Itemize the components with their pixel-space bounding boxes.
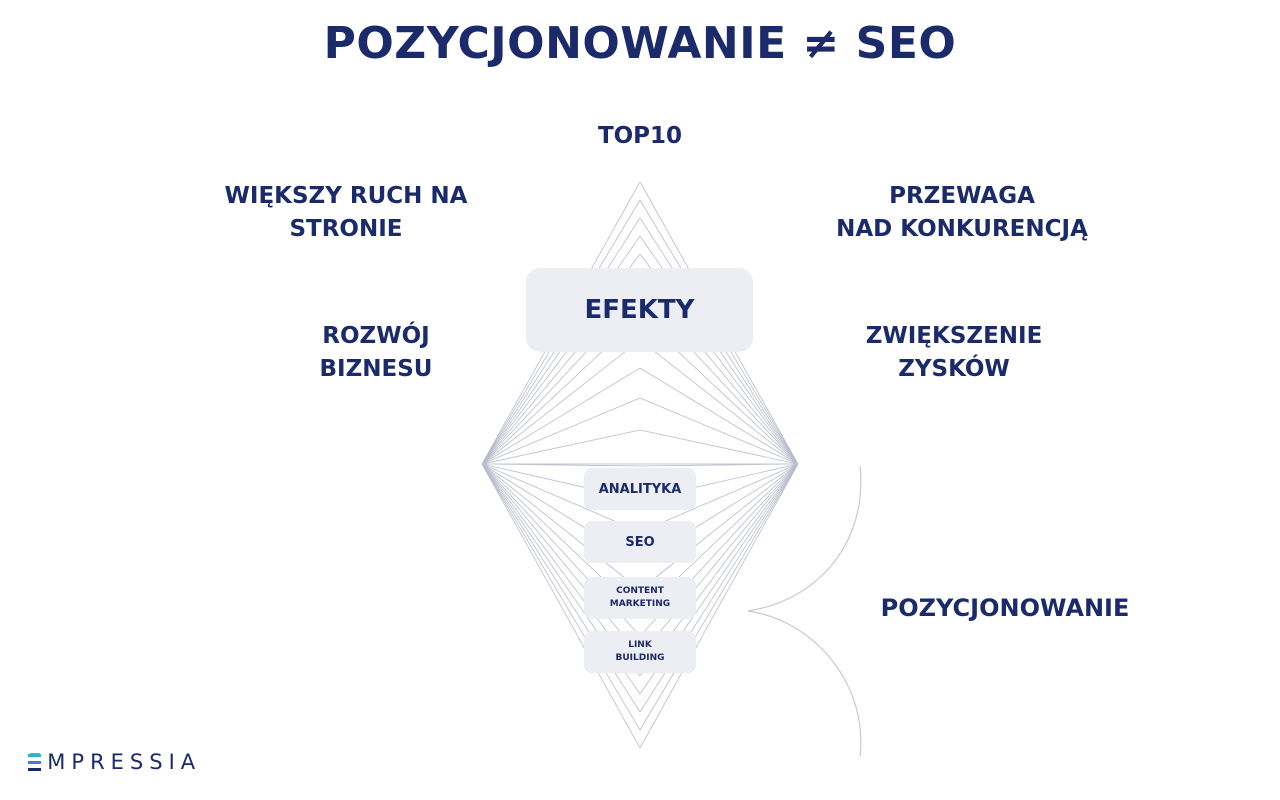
label-growth-line2: BIZNESU xyxy=(319,356,433,382)
label-growth-line1: ROZWÓJ xyxy=(322,323,430,349)
component-box-link-building: LINK BUILDING xyxy=(584,631,696,673)
effects-label: EFEKTY xyxy=(584,295,695,325)
label-top10-text: TOP10 xyxy=(597,123,683,149)
diamond-line xyxy=(639,367,799,465)
diamond-line xyxy=(481,463,641,657)
label-traffic-line1: WIĘKSZY RUCH NA xyxy=(224,183,468,209)
label-positioning-text: POZYCJONOWANIE xyxy=(880,594,1130,622)
component-label-line1: LINK xyxy=(628,640,652,650)
label-profit: ZWIĘKSZENIE ZYSKÓW xyxy=(834,320,1074,386)
diamond-line xyxy=(639,339,799,465)
diamond-line xyxy=(639,463,799,731)
diamond-line xyxy=(481,463,641,749)
label-positioning: POZYCJONOWANIE xyxy=(840,592,1170,625)
component-box-content-marketing: CONTENT MARKETING xyxy=(584,577,696,619)
component-label: ANALITYKA xyxy=(598,481,682,497)
label-top10: TOP10 xyxy=(540,120,740,153)
page-title: POZYCJONOWANIE ≠ SEO xyxy=(323,18,957,69)
brace-lower-curve xyxy=(747,610,862,757)
diamond-line xyxy=(639,463,799,657)
component-box-seo: SEO xyxy=(584,521,696,563)
label-traffic-line2: STRONIE xyxy=(289,216,403,242)
diamond-line xyxy=(639,463,799,533)
label-profit-line1: ZWIĘKSZENIE xyxy=(865,323,1043,349)
component-box-analytics: ANALITYKA xyxy=(584,468,696,510)
component-label: SEO xyxy=(625,534,655,550)
diamond-line xyxy=(481,463,641,533)
component-label-line1: CONTENT xyxy=(616,586,664,596)
lower-diamond-lines xyxy=(481,463,799,749)
label-advantage-line2: NAD KONKURENCJĄ xyxy=(836,216,1088,242)
label-advantage: PRZEWAGA NAD KONKURENCJĄ xyxy=(812,180,1112,246)
diamond-line xyxy=(639,397,799,465)
logo-mark: E xyxy=(28,750,47,774)
effects-box: EFEKTY xyxy=(526,268,753,352)
label-profit-line2: ZYSKÓW xyxy=(898,356,1010,382)
diamond-line xyxy=(639,463,799,749)
component-label-line2: MARKETING xyxy=(609,599,671,609)
brace-upper-curve xyxy=(747,465,862,612)
diamond-line xyxy=(639,429,799,465)
label-traffic: WIĘKSZY RUCH NA STRONIE xyxy=(196,180,496,246)
label-growth: ROZWÓJ BIZNESU xyxy=(276,320,476,386)
label-advantage-line1: PRZEWAGA xyxy=(889,183,1035,209)
diamond-line xyxy=(481,339,641,465)
diamond-line xyxy=(481,429,641,465)
diamond-line xyxy=(481,463,641,731)
diamond-line xyxy=(481,397,641,465)
diamond-line xyxy=(481,463,641,591)
diamond-line xyxy=(639,463,799,591)
diamond-line xyxy=(481,367,641,465)
component-label-line2: BUILDING xyxy=(615,653,665,663)
logo-wordmark: MPRESSIA xyxy=(47,750,202,774)
